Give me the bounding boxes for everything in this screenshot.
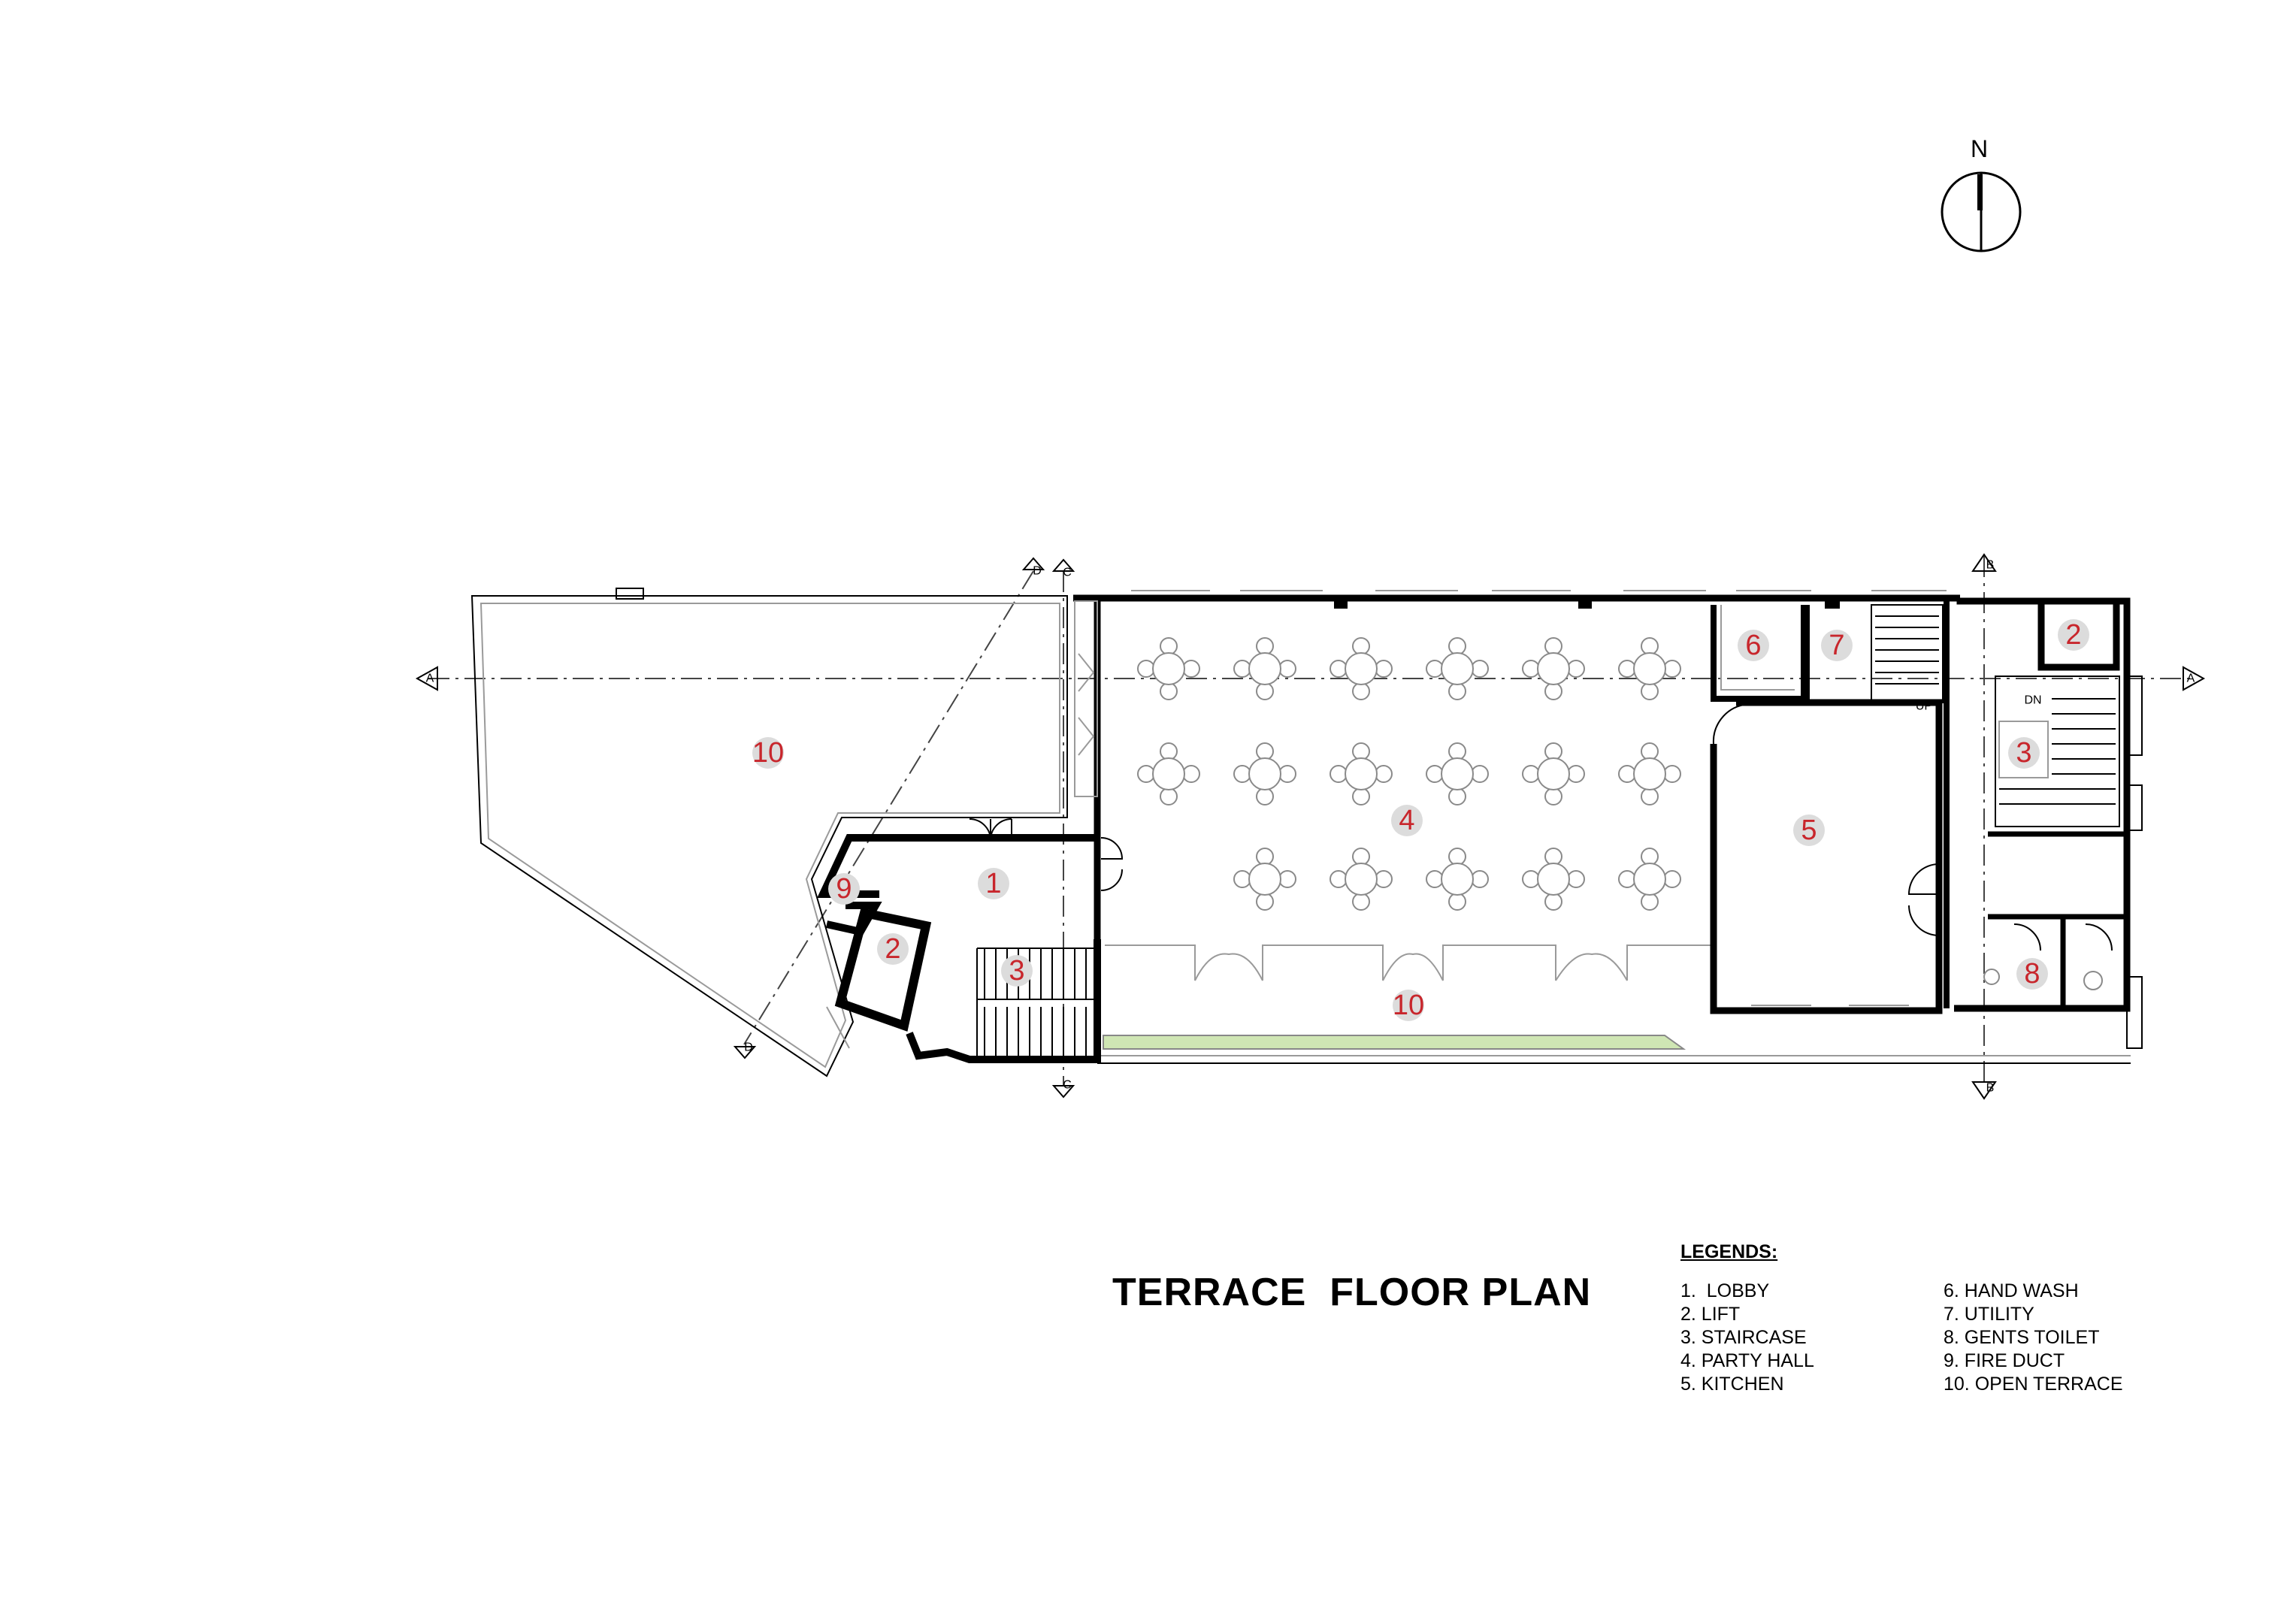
legend-item: 7. UTILITY: [1944, 1304, 2034, 1325]
section-marker-b-north: B: [1986, 559, 1995, 572]
section-lines: [428, 556, 2191, 1086]
legend-item: 6. HAND WASH: [1944, 1280, 2079, 1301]
room-label-hand-wash: 6: [1745, 630, 1761, 661]
room-label-lobby: 1: [985, 868, 1001, 899]
legend-heading: LEGENDS:: [1680, 1241, 1778, 1262]
hand-wash-utility-walls: UP: [1711, 604, 1944, 713]
legend-item: 9. FIRE DUCT: [1944, 1350, 2065, 1371]
section-marker-c-north: C: [1063, 567, 1072, 579]
legend-item: 4. PARTY HALL: [1680, 1350, 1814, 1371]
open-terrace-west-outline: [470, 588, 1068, 1077]
legend: LEGENDS: 1. LOBBY 2. LIFT 3. STAIRCASE 4…: [1680, 1241, 2207, 1396]
section-marker-c-south: C: [1063, 1079, 1072, 1092]
page-title: TERRACE FLOOR PLAN: [1112, 1271, 1592, 1314]
room-label-open-terrace-west: 10: [752, 737, 784, 769]
legend-item: 2. LIFT: [1680, 1304, 1741, 1325]
legend-item: 10. OPEN TERRACE: [1944, 1374, 2123, 1395]
room-label-kitchen: 5: [1801, 815, 1817, 846]
room-label-fire-duct: 9: [836, 873, 852, 905]
room-label-lift-west: 2: [885, 933, 900, 965]
party-hall-walls: [1073, 590, 2131, 1064]
room-label-party-hall: 4: [1399, 805, 1414, 836]
legend-columns: 1. LOBBY 2. LIFT 3. STAIRCASE 4. PARTY H…: [1680, 1280, 2207, 1396]
room-label-stair-east: 3: [2016, 737, 2031, 769]
kitchen-walls: [1710, 699, 1943, 1014]
north-label: N: [1971, 135, 1989, 162]
section-marker-b-south: B: [1986, 1082, 1995, 1095]
svg-text:DN: DN: [2024, 694, 2041, 707]
room-label-gents-toilet: 8: [2024, 958, 2040, 990]
section-marker-a-east: A: [2187, 672, 2195, 685]
room-label-open-terrace-south: 10: [1393, 990, 1424, 1021]
section-marker-d-south: D: [744, 1041, 753, 1054]
west-core-walls: [817, 818, 1124, 1063]
legend-column-2: 6. HAND WASH 7. UTILITY 8. GENTS TOILET …: [1944, 1280, 2207, 1396]
room-label-utility: 7: [1829, 630, 1844, 661]
svg-text:UP: UP: [1916, 700, 1932, 713]
west-doors: [1074, 600, 1098, 797]
room-label-lift-east: 2: [2065, 619, 2081, 651]
legend-item: 1. LOBBY: [1680, 1280, 1770, 1301]
room-label-stair-west: 3: [1009, 955, 1024, 987]
section-markers: A A B B C C D D: [415, 553, 2206, 1100]
legend-column-1: 1. LOBBY 2. LIFT 3. STAIRCASE 4. PARTY H…: [1680, 1280, 1944, 1396]
north-arrow: [1941, 171, 2022, 252]
section-marker-d-north: D: [1033, 565, 1042, 578]
legend-item: 8. GENTS TOILET: [1944, 1327, 2100, 1348]
section-marker-a-west: A: [426, 672, 434, 685]
east-core-walls: DN: [1944, 597, 2143, 1049]
room-labels: 10 10 1 2 2 3 3 4 5 6 7 8 9: [752, 619, 2089, 1021]
legend-item: 5. KITCHEN: [1680, 1374, 1784, 1395]
legend-item: 3. STAIRCASE: [1680, 1327, 1807, 1348]
